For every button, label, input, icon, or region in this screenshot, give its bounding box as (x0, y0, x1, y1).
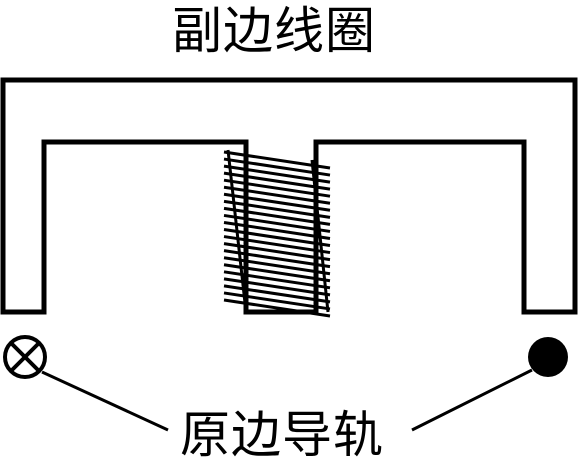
coil-turn (223, 235, 331, 255)
coil-turn (223, 206, 331, 226)
current-out-of-page-icon (528, 337, 568, 377)
coil-turn (223, 178, 331, 198)
current-into-page-icon (3, 335, 47, 379)
coil-turn (223, 242, 331, 262)
coil-turn (223, 171, 331, 191)
pointer-line-left (41, 370, 169, 432)
coil-turn (223, 192, 331, 212)
coil-turn (223, 228, 331, 248)
coil-edge-left (226, 149, 248, 313)
secondary-coil-label: 副边线圈 (172, 2, 376, 60)
core-outline (0, 77, 578, 315)
coil-turn (223, 249, 331, 269)
coil-turn (223, 284, 331, 304)
pointer-line-right (411, 368, 533, 432)
coil-turn (223, 298, 331, 318)
coil-turn (223, 220, 331, 240)
coil-windings (223, 149, 331, 318)
primary-rail-label: 原边导轨 (180, 406, 384, 464)
coil-turn (223, 164, 331, 184)
coil-turn (223, 185, 331, 205)
coil-turn (223, 213, 331, 233)
coil-edge-right (310, 159, 330, 313)
coil-turn (223, 199, 331, 219)
coil-turn (223, 291, 331, 311)
